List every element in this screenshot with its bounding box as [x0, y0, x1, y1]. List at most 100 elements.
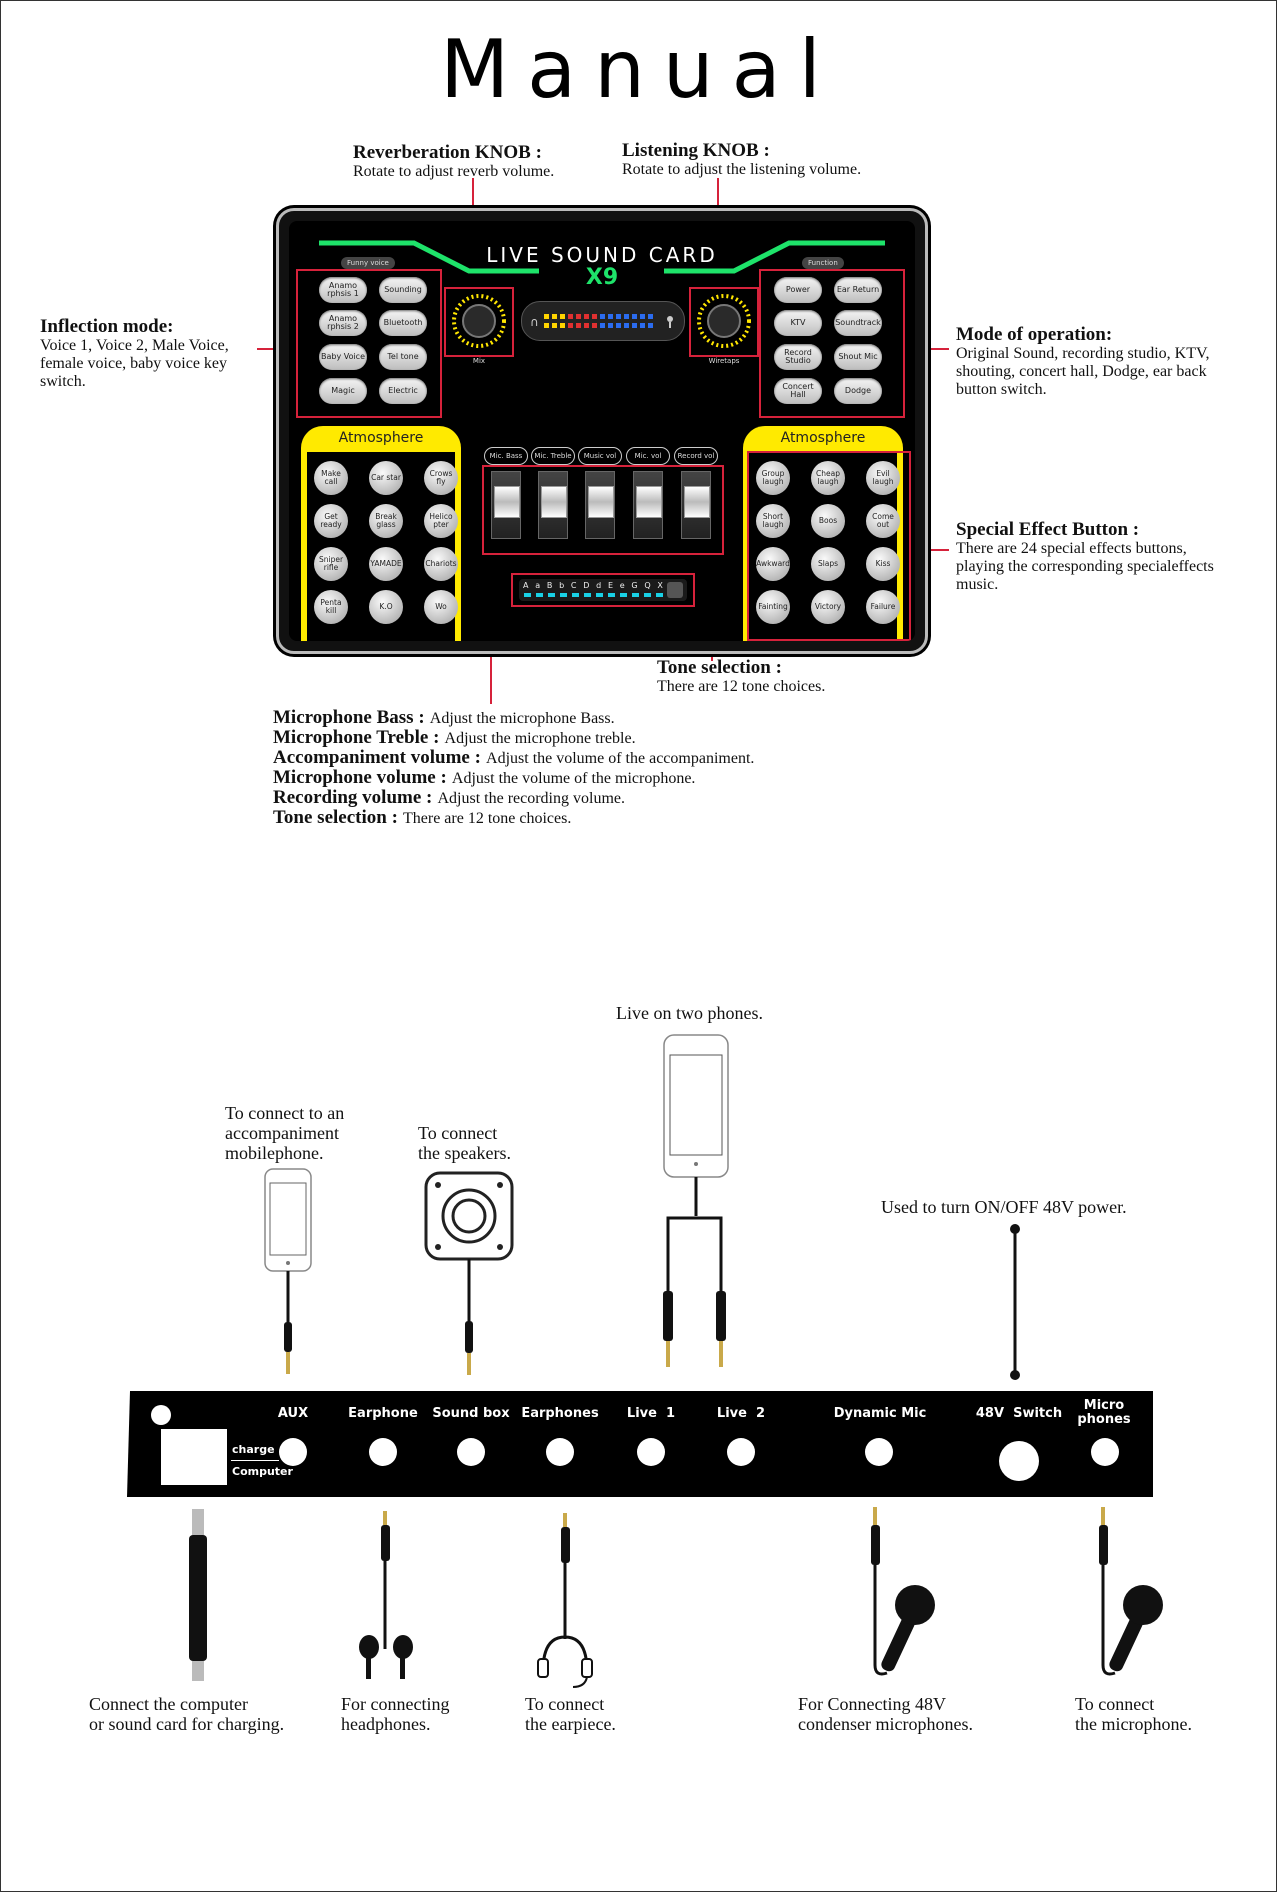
inflection-line-3: switch. [40, 373, 86, 390]
dual-phone-icon [663, 1034, 729, 1367]
function-button[interactable]: Soundtrack [834, 310, 882, 336]
tone-label[interactable]: G [631, 581, 638, 590]
effect-button[interactable]: Make call [314, 461, 348, 495]
port-label-earphone: Earphone [348, 1406, 418, 1421]
effect-button[interactable]: Evil laugh [866, 461, 900, 495]
port-label-48v-switch: 48V Switch [975, 1406, 1063, 1421]
effect-button[interactable]: Group laugh [756, 461, 790, 495]
fader-music-vol[interactable] [585, 471, 615, 539]
dynamic-mic-port[interactable] [865, 1438, 893, 1466]
effect-button[interactable]: Kiss [866, 547, 900, 581]
listen-annotation: Listening KNOB : Rotate to adjust the li… [622, 141, 861, 179]
effect-button[interactable]: Cheap laugh [811, 461, 845, 495]
effect-button[interactable]: Break glass [369, 504, 403, 538]
switch-pointer-icon [1010, 1224, 1020, 1380]
effect-button[interactable]: Fainting [756, 590, 790, 624]
function-button[interactable]: Ear Return [834, 277, 882, 303]
effect-button[interactable]: Slaps [811, 547, 845, 581]
tone-label[interactable]: Q [644, 581, 651, 590]
voice-button[interactable]: Tel tone [379, 344, 427, 370]
port-label-earphones: Earphones [521, 1406, 599, 1421]
voice-highlight [296, 269, 442, 418]
voice-button[interactable]: Bluetooth [379, 310, 427, 336]
effect-button[interactable]: YAMADE [369, 547, 403, 581]
effect-button[interactable]: Failure [866, 590, 900, 624]
tone-label[interactable]: X [657, 581, 663, 590]
listen-title: Listening KNOB : [622, 140, 770, 161]
computer-charging-text: Connect the computer or sound card for c… [89, 1694, 285, 1734]
effect-button[interactable]: Come out [866, 504, 900, 538]
tone-annotation: Tone selection : There are 12 tone choic… [657, 658, 825, 696]
reverb-knob-icon[interactable] [449, 291, 509, 351]
fader-handle[interactable] [494, 486, 520, 518]
aux-port[interactable] [279, 1438, 307, 1466]
function-button[interactable]: Concert Hall [774, 378, 822, 404]
special-line-3: music. [956, 576, 999, 593]
effect-button[interactable]: Helico pter [424, 504, 458, 538]
fader-mic-treble[interactable] [538, 471, 568, 539]
usb-port[interactable] [161, 1429, 227, 1485]
tone-label[interactable]: D [583, 581, 590, 590]
earphones-port[interactable] [546, 1438, 574, 1466]
mode-line-1: Original Sound, recording studio, KTV, [956, 345, 1210, 362]
inflection-title: Inflection mode: [40, 316, 174, 337]
fader-handle[interactable] [636, 486, 662, 518]
sound-box-port[interactable] [457, 1438, 485, 1466]
fader-handle[interactable] [684, 486, 710, 518]
effect-button[interactable]: Penta kill [314, 590, 348, 624]
atmosphere-right-title: Atmosphere [780, 430, 866, 446]
live1-port[interactable] [637, 1438, 665, 1466]
effect-button[interactable]: K.O [369, 590, 403, 624]
microphones-port[interactable] [1091, 1438, 1119, 1466]
tone-selector: A a B b C D d E e G Q X [519, 579, 687, 601]
voice-button[interactable]: Electric [379, 378, 427, 404]
voice-button[interactable]: Baby Voice [319, 344, 367, 370]
voice-button[interactable]: Magic [319, 378, 367, 404]
live2-port[interactable] [727, 1438, 755, 1466]
effect-button[interactable]: Boos [811, 504, 845, 538]
tone-label[interactable]: C [570, 581, 577, 590]
tone-label[interactable]: e [619, 581, 625, 590]
function-button[interactable]: Dodge [834, 378, 882, 404]
48v-switch-button[interactable] [999, 1441, 1039, 1481]
earphone-port[interactable] [369, 1438, 397, 1466]
tone-label[interactable]: B [546, 581, 553, 590]
effect-button[interactable]: Chariots [424, 547, 458, 581]
function-button[interactable]: Power [774, 277, 822, 303]
level-meter: ∩ [521, 301, 685, 341]
effect-button[interactable]: Victory [811, 590, 845, 624]
effect-button[interactable]: Get ready [314, 504, 348, 538]
voice-button[interactable]: Anamo rphsis 1 [319, 277, 367, 303]
fader-record-vol[interactable] [681, 471, 711, 539]
function-button[interactable]: KTV [774, 310, 822, 336]
effect-button[interactable]: Wo [424, 590, 458, 624]
effect-button[interactable]: Awkward [756, 547, 790, 581]
tone-label[interactable]: b [559, 581, 565, 590]
tone-switch[interactable] [667, 582, 683, 598]
function-button[interactable]: Record Studio [774, 344, 822, 370]
fader-handle[interactable] [541, 486, 567, 518]
fader-mic-vol[interactable] [633, 471, 663, 539]
voice-button[interactable]: Anamo rphsis 2 [319, 310, 367, 336]
fader-mic-bass[interactable] [491, 471, 521, 539]
tone-label[interactable]: d [596, 581, 602, 590]
tone-label[interactable]: a [535, 581, 541, 590]
voice-button[interactable]: Sounding [379, 277, 427, 303]
device-face: LIVE SOUND CARD X9 Funny voice Function … [289, 221, 915, 641]
reverb-annotation: Reverberation KNOB : Rotate to adjust re… [353, 143, 554, 181]
fader-annotation-row: Microphone volume : Adjust the volume of… [273, 767, 696, 788]
fader-handle[interactable] [588, 486, 614, 518]
headphones-text: For connecting headphones. [341, 1694, 450, 1734]
mode-line-2: shouting, concert hall, Dodge, ear back [956, 363, 1207, 380]
tone-leds [524, 593, 663, 597]
effect-button[interactable]: Short laugh [756, 504, 790, 538]
tone-label[interactable]: E [607, 581, 614, 590]
effect-button[interactable]: Crows fly [424, 461, 458, 495]
effect-button[interactable]: Car star [369, 461, 403, 495]
special-annotation: Special Effect Button : There are 24 spe… [956, 520, 1266, 594]
effect-button[interactable]: Sniper rifle [314, 547, 348, 581]
listen-knob-icon[interactable] [694, 291, 754, 351]
port-label-aux: AUX [277, 1406, 309, 1421]
tone-label[interactable]: A [523, 581, 529, 590]
function-button[interactable]: Shout Mic [834, 344, 882, 370]
